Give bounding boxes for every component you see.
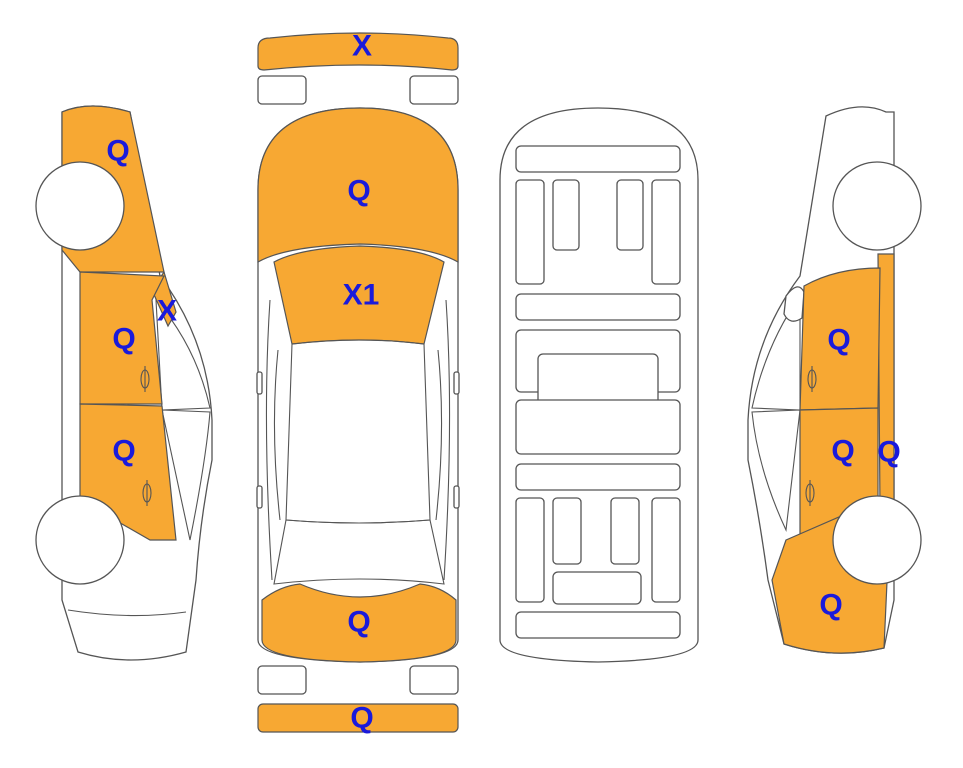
right-front-handle	[807, 366, 817, 392]
left-door-line	[273, 349, 281, 521]
trunk-marker[interactable]: Q	[347, 606, 370, 639]
left-side-glass	[265, 299, 273, 581]
underbody-view	[499, 107, 699, 663]
right-mirror	[453, 371, 460, 395]
rear-window	[273, 519, 445, 585]
right-headlight	[409, 75, 459, 105]
left-side-view	[35, 105, 213, 661]
windshield-marker[interactable]: X1	[343, 279, 380, 312]
right-rear-door-marker[interactable]: Q	[831, 435, 854, 468]
right-door-line	[435, 349, 443, 521]
under-panel-3	[552, 179, 580, 251]
under-panel-10	[515, 463, 681, 491]
front-bumper-panel[interactable]	[257, 32, 459, 71]
under-panel-1	[515, 145, 681, 173]
rear-bumper-marker[interactable]: Q	[350, 702, 373, 735]
left-front-wheel	[35, 161, 125, 251]
under-panel-4	[616, 179, 644, 251]
left-headlight	[257, 75, 307, 105]
left-rear-window	[161, 409, 211, 541]
left-rear-door-marker[interactable]: Q	[112, 435, 135, 468]
damage-markers: X Q X1 Q Q Q X Q Q Q Q Q Q	[106, 30, 900, 735]
hood-marker[interactable]: Q	[347, 175, 370, 208]
under-panel-12	[552, 497, 582, 565]
right-rear-quarter-marker[interactable]: Q	[819, 589, 842, 622]
under-panel-6	[515, 293, 681, 321]
left-rear-wheel	[35, 495, 125, 585]
right-rear-window	[751, 409, 801, 532]
right-rear-wheel	[832, 495, 922, 585]
right-b-pillar-marker[interactable]: Q	[877, 436, 900, 469]
hood-panel[interactable]	[257, 107, 459, 264]
top-view	[256, 32, 460, 733]
left-front-fender-marker[interactable]: Q	[106, 135, 129, 168]
rear-bumper-panel[interactable]	[257, 703, 459, 733]
under-panel-14	[651, 497, 681, 603]
right-rear-handle	[805, 480, 815, 506]
left-taillight	[257, 665, 307, 695]
left-front-handle	[140, 366, 150, 392]
under-panel-16	[515, 611, 681, 639]
right-handle	[453, 485, 460, 509]
under-panel-11	[515, 497, 545, 603]
left-front-door-marker[interactable]: Q	[112, 323, 135, 356]
right-side-glass	[443, 299, 451, 581]
right-mirror-side	[783, 286, 805, 322]
right-b-pillar-panel[interactable]	[877, 253, 895, 511]
right-front-door-panel[interactable]	[799, 267, 881, 411]
right-side-view	[747, 106, 922, 654]
left-a-pillar-marker[interactable]: X	[157, 295, 177, 328]
under-panel-13	[610, 497, 640, 565]
left-rear-handle	[142, 480, 152, 506]
left-mirror	[256, 371, 263, 395]
right-front-wheel	[832, 161, 922, 251]
under-panel-15	[552, 571, 642, 605]
under-panel-9	[515, 399, 681, 455]
right-front-door-marker[interactable]: Q	[827, 324, 850, 357]
right-taillight	[409, 665, 459, 695]
left-handle	[256, 485, 263, 509]
under-panel-5	[651, 179, 681, 285]
front-bumper-marker[interactable]: X	[352, 30, 372, 63]
trunk-panel[interactable]	[261, 583, 457, 663]
left-lower-line	[67, 609, 187, 617]
under-panel-2	[515, 179, 545, 285]
